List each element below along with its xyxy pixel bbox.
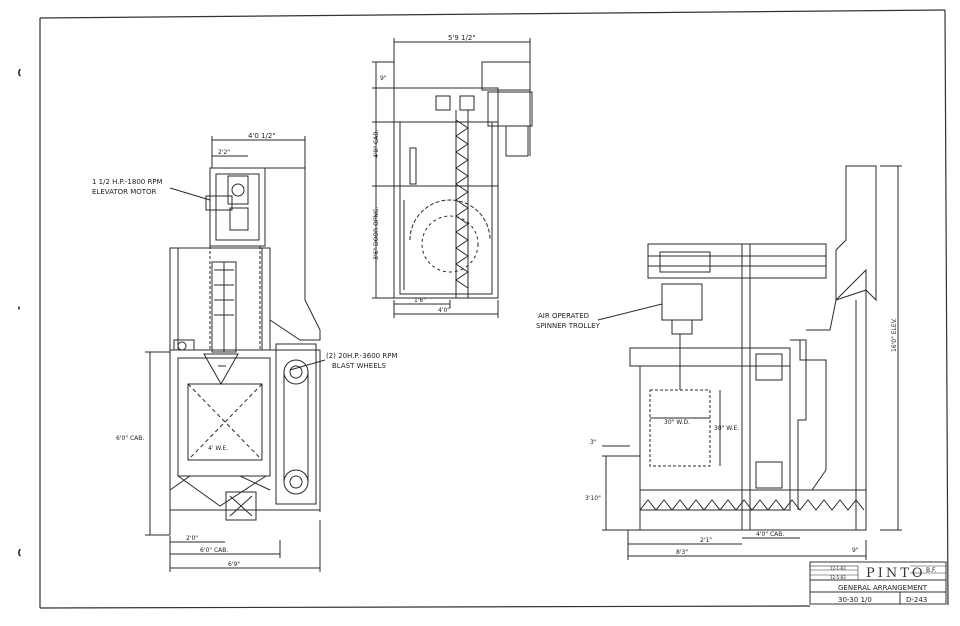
- trolley-label-line2: SPINNER TROLLEY: [536, 322, 601, 330]
- left-dim-top-width: 4'0 1/2": [248, 132, 276, 140]
- title-block-drawing-number: 30-30 1/0: [838, 596, 872, 604]
- title-block-checked: 12-5-83: [830, 575, 846, 580]
- middle-dim-bottom-1: 1'6": [414, 297, 426, 304]
- right-dim-elev: 16'0" ELEV.: [891, 318, 898, 352]
- right-dim-bottom-3: 8'3": [676, 549, 688, 556]
- right-dim-left-small: 3": [590, 439, 597, 446]
- wheels-label-line1: (2) 20H.P.-3600 RPM: [326, 352, 397, 360]
- title-block-sheet-number: D-243: [906, 596, 927, 604]
- middle-dim-door: 3'6" DOOR OPNG.: [373, 206, 380, 260]
- right-dim-bottom-1: 2'1": [700, 537, 712, 544]
- scan-mark: (: [18, 69, 21, 77]
- left-dim-inner-width: 2'2": [218, 149, 230, 156]
- middle-section-view: [372, 38, 533, 318]
- motor-label-line2: ELEVATOR MOTOR: [92, 188, 157, 196]
- right-dim-wd: 30" W.D.: [664, 419, 690, 426]
- left-elevation-view: [145, 136, 326, 572]
- left-dim-bottom-2: 6'0" CAB.: [200, 547, 228, 554]
- right-dim-left-tall: 3'10": [585, 495, 601, 502]
- scan-mark: ': [18, 306, 20, 314]
- middle-dim-top: 5'9 1/2": [448, 34, 476, 42]
- title-block-company: PINTO: [866, 566, 926, 581]
- motor-label-line1: 1 1/2 H.P.-1800 RPM: [92, 178, 163, 186]
- scan-mark: (: [18, 549, 21, 557]
- left-dim-cab-height: 6'0" CAB.: [116, 435, 144, 442]
- title-block-drawn-by: B.F.: [926, 567, 937, 574]
- title-block-drawing-title: GENERAL ARRANGEMENT: [838, 584, 928, 592]
- wheels-label-line2: BLAST WHEELS: [332, 362, 387, 370]
- left-dim-inner-vert: 4' W.E.: [208, 445, 228, 452]
- left-dim-bottom-3: 6'9": [228, 561, 240, 568]
- right-elevation-view: [597, 165, 902, 560]
- left-dim-bottom-1: 2'0": [186, 535, 198, 542]
- right-dim-bottom-2: 4'0" CAB.: [756, 531, 784, 538]
- title-block-date: 12-1-83: [830, 566, 846, 571]
- title-block: [809, 561, 947, 605]
- trolley-label-line1: AIR OPERATED: [538, 312, 589, 320]
- middle-dim-bottom-2: 4'0": [438, 307, 450, 314]
- right-dim-we: 30" W.E.: [714, 425, 739, 432]
- right-dim-right-small: 9": [852, 547, 859, 554]
- middle-dim-top-small: 9": [380, 75, 387, 82]
- sheet-border: [39, 9, 949, 609]
- middle-dim-cab: 4'0" CAB.: [373, 130, 380, 158]
